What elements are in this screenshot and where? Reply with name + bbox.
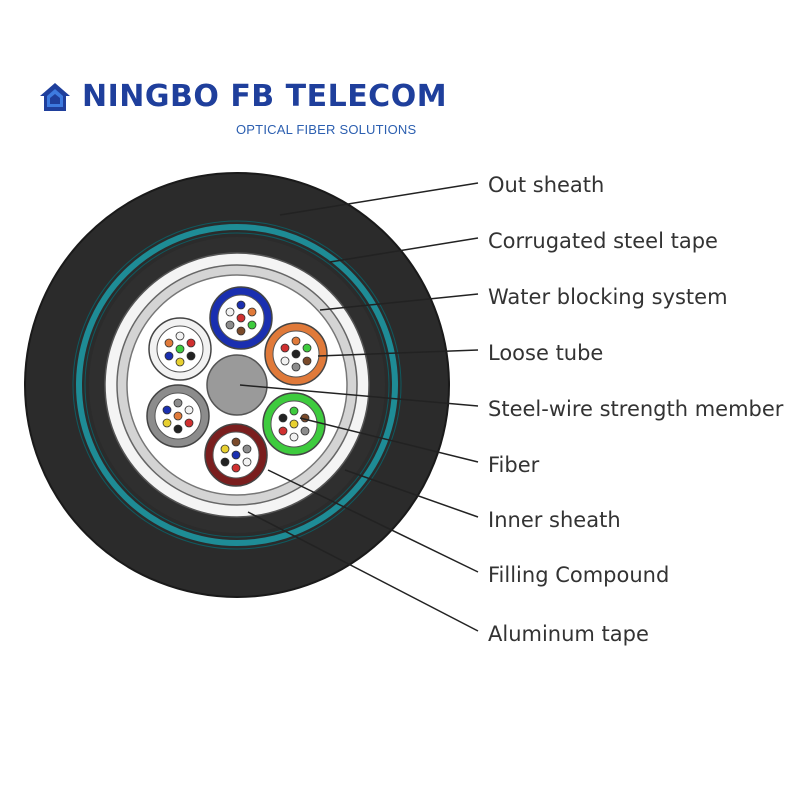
- fiber: [291, 336, 301, 346]
- fiber: [162, 405, 172, 415]
- fiber: [164, 338, 174, 348]
- leader-line-inner-sheath: [344, 469, 479, 518]
- fiber: [220, 457, 230, 467]
- fiber: [291, 349, 301, 359]
- fiber: [173, 424, 183, 434]
- label-loose-tube: Loose tube: [488, 341, 603, 365]
- fiber: [164, 351, 174, 361]
- fiber: [231, 463, 241, 473]
- fiber: [280, 356, 290, 366]
- loose-tubes: [146, 286, 328, 487]
- corrugated-steel-tape-ring: [76, 224, 398, 546]
- brand-name: NINGBO FB TELECOM: [82, 79, 448, 114]
- fiber: [184, 418, 194, 428]
- fiber: [175, 357, 185, 367]
- leader-line-water-blocking-system: [319, 293, 479, 311]
- fiber: [289, 419, 299, 429]
- leader-line-out-sheath: [279, 182, 479, 216]
- fiber: [236, 313, 246, 323]
- fiber: [242, 444, 252, 454]
- fiber: [186, 338, 196, 348]
- fiber: [278, 413, 288, 423]
- label-aluminum-tape: Aluminum tape: [488, 622, 649, 646]
- leader-line-fiber: [299, 417, 479, 463]
- fiber: [236, 326, 246, 336]
- fiber: [231, 450, 241, 460]
- leader-line-steel-wire-strength-member: [239, 384, 479, 407]
- fiber: [225, 307, 235, 317]
- fiber: [173, 411, 183, 421]
- fiber: [186, 351, 196, 361]
- fiber: [236, 300, 246, 310]
- fiber: [184, 405, 194, 415]
- label-corrugated-steel-tape: Corrugated steel tape: [488, 229, 718, 253]
- label-out-sheath: Out sheath: [488, 173, 604, 197]
- fiber: [220, 444, 230, 454]
- label-fiber: Fiber: [488, 453, 540, 477]
- brand-tagline: OPTICAL FIBER SOLUTIONS: [236, 122, 417, 137]
- leader-line-loose-tube: [317, 349, 479, 357]
- house-icon: [40, 83, 70, 111]
- fiber: [225, 320, 235, 330]
- leader-line-filling-compound: [267, 469, 479, 573]
- fiber: [300, 426, 310, 436]
- steel-wire-strength-member: [206, 354, 268, 416]
- cable-cross-section: [24, 172, 450, 598]
- fiber: [247, 307, 257, 317]
- fiber: [289, 406, 299, 416]
- label-steel-wire-strength-member: Steel-wire strength member: [488, 397, 784, 421]
- leader-line-aluminum-tape: [247, 511, 479, 632]
- label-water-blocking-system: Water blocking system: [488, 285, 728, 309]
- fiber: [278, 426, 288, 436]
- fiber: [175, 344, 185, 354]
- label-inner-sheath: Inner sheath: [488, 508, 621, 532]
- fiber: [242, 457, 252, 467]
- label-filling-compound: Filling Compound: [488, 563, 669, 587]
- brand-logo: NINGBO FB TELECOM: [38, 80, 447, 114]
- fiber: [162, 418, 172, 428]
- fiber: [175, 331, 185, 341]
- fiber: [289, 432, 299, 442]
- fiber: [231, 437, 241, 447]
- leader-line-corrugated-steel-tape: [329, 237, 479, 263]
- fiber: [280, 343, 290, 353]
- fiber: [302, 356, 312, 366]
- callout-leaders: [239, 182, 479, 632]
- fiber: [247, 320, 257, 330]
- fiber: [173, 398, 183, 408]
- fiber: [302, 343, 312, 353]
- fiber: [291, 362, 301, 372]
